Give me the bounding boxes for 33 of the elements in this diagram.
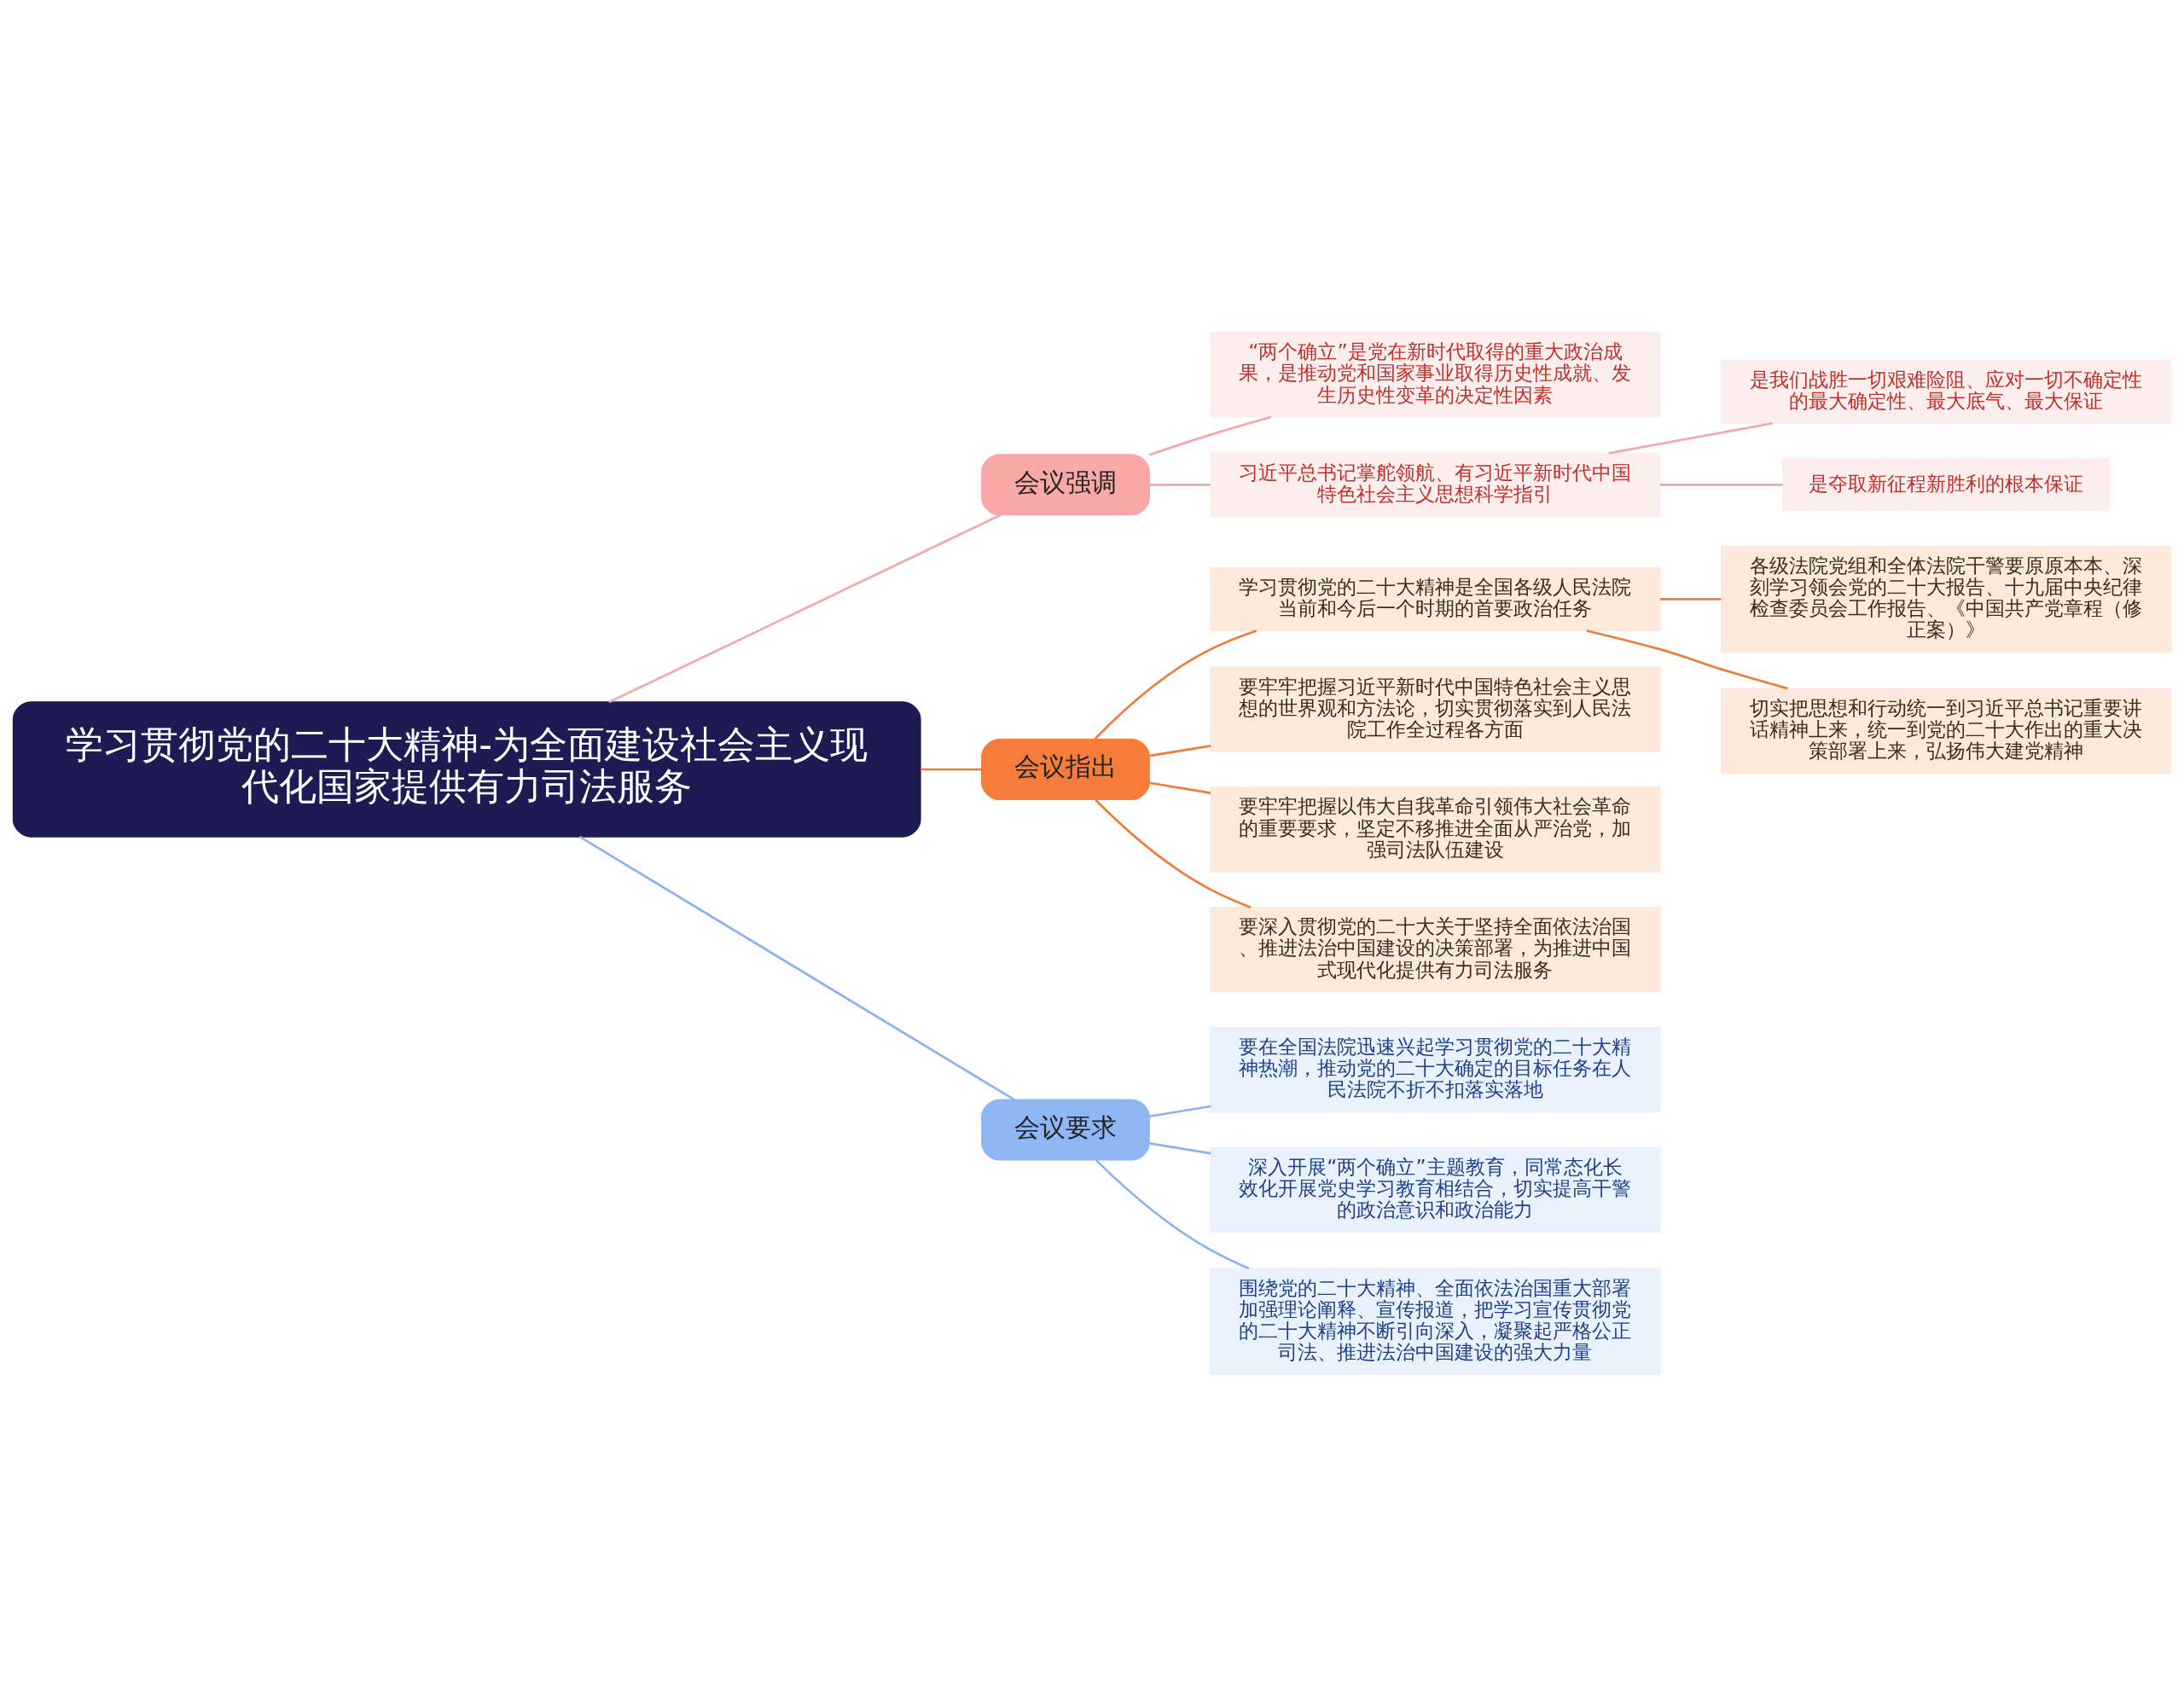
node-box: 学习贯彻党的二十大精神是全国各级人民法院当前和今后一个时期的首要政治任务 <box>1210 566 1661 631</box>
connector <box>1149 483 1211 486</box>
node-box: 要深入贯彻党的二十大关于坚持全面依法治国、推进法治中国建设的决策部署，为推进中国式现代化提供有力司法服务 <box>1210 906 1661 993</box>
node-box: 要在全国法院迅速兴起学习贯彻党的二十大精神热潮，推动党的二十大确定的目标任务在人民法院不折不扣落实落地 <box>1210 1026 1661 1112</box>
node-box: 要牢牢把握以伟大自我革命引领伟大社会革命的重要要求，坚定不移推进全面从严治党，加强司法队伍建设 <box>1210 786 1661 873</box>
connector <box>1095 798 1252 908</box>
connector <box>1148 415 1272 456</box>
connector <box>1148 744 1211 757</box>
node-box: 围绕党的二十大精神、全面依法治国重大部署加强理论阐释、宣传报道，把学习宣传贯彻党的二十大精神不断引向深入，凝聚起严格公正司法、推进法治中国建设的强大力量 <box>1210 1267 1661 1375</box>
connector <box>1148 780 1211 794</box>
connector <box>1586 629 1788 689</box>
connector <box>578 835 1015 1100</box>
node-box: 是夺取新征程新胜利的根本保证 <box>1782 457 2111 511</box>
node-box: 切实把思想和行动统一到习近平总书记重要讲话精神上来，统一到党的二十大作出的重大决策部署上来，弘扬伟大建党精神 <box>1720 687 2172 774</box>
node-box: 会议要求 <box>981 1099 1150 1161</box>
node-box: 习近平总书记掌舵领航、有习近平新时代中国特色社会主义思想科学指引 <box>1210 452 1661 517</box>
connector <box>1148 1105 1211 1117</box>
node-box: 要牢牢把握习近平新时代中国特色社会主义思想的世界观和方法论，切实贯彻落实到人民法院工作全过程各方面 <box>1210 665 1661 752</box>
connector <box>1094 629 1258 740</box>
connector <box>1148 1141 1211 1154</box>
connector <box>1660 597 1722 601</box>
connector <box>1660 483 1783 486</box>
connector <box>921 768 982 770</box>
connector <box>1095 1158 1250 1269</box>
node-box: 会议强调 <box>981 453 1150 515</box>
node-box: 会议指出 <box>981 738 1150 800</box>
node-box: 各级法院党组和全体法院干警要原原本本、深刻学习领会党的二十大报告、十九届中央纪律检查委员会工作报告、《中国共产党章程（修正案）》 <box>1720 545 2172 653</box>
node-box: “两个确立”是党在新时代取得的重大政治成果，是推动党和国家事业取得历史性成就、发生历史性变革的决定性因素 <box>1210 331 1661 417</box>
node-box: 学习贯彻党的二十大精神-为全面建设社会主义现代化国家提供有力司法服务 <box>12 700 921 838</box>
node-box: 是我们战胜一切艰难险阻、应对一切不确定性的最大确定性、最大底气、最大保证 <box>1720 359 2172 424</box>
connector <box>1608 421 1773 455</box>
node-box: 深入开展“两个确立”主题教育，同常态化长效化开展党史学习教育相结合，切实提高干警的政治意识和政治能力 <box>1210 1146 1661 1233</box>
connector <box>608 513 1002 703</box>
